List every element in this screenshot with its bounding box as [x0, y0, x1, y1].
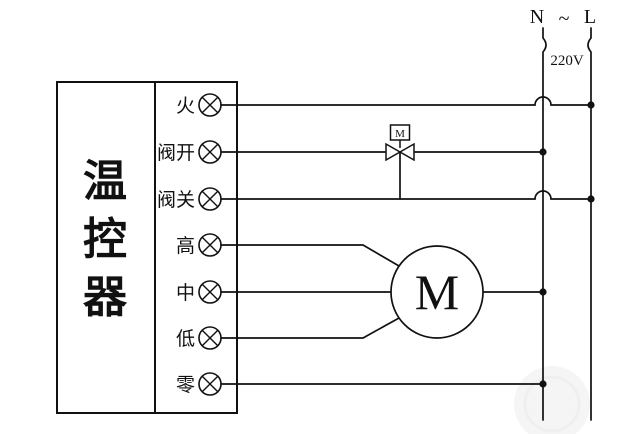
rail-neutral-n	[542, 27, 547, 421]
junction-valve-open-n	[539, 148, 547, 156]
rail-live-l	[587, 27, 592, 421]
terminal-contact-low	[198, 326, 222, 350]
terminal-contacts	[198, 93, 222, 396]
terminal-contact-mid	[198, 280, 222, 304]
motor-circle	[390, 245, 484, 339]
supply-label-n: N	[530, 6, 544, 28]
wires	[220, 96, 592, 385]
junction-neutral-n	[539, 380, 547, 388]
wire-high-to-motor	[220, 244, 400, 267]
terminal-label-neutral: 零	[176, 375, 195, 396]
wire-live-to-l	[220, 96, 592, 106]
junction-valve-close-l	[587, 195, 595, 203]
motor-label: M	[415, 264, 459, 320]
wire-valve-close-to-l	[220, 190, 592, 200]
terminal-label-low: 低	[176, 328, 195, 350]
thermostat-label: 温 控 器	[83, 157, 128, 322]
motor-symbol: M	[390, 245, 484, 339]
watermark	[514, 366, 590, 434]
valve-motor-box	[389, 124, 411, 141]
wire-low-to-motor	[220, 317, 400, 339]
junction-motor-n	[539, 288, 547, 296]
terminal-label-mid: 中	[176, 282, 195, 304]
terminal-label-high: 高	[176, 235, 195, 257]
thermostat-char-1: 温	[83, 157, 127, 206]
terminal-contact-live	[198, 93, 222, 117]
junction-dots	[539, 101, 595, 388]
thermostat-char-3: 器	[83, 273, 128, 322]
terminal-contact-high	[198, 233, 222, 257]
supply-tilde: ~	[559, 8, 570, 30]
junction-live-l	[587, 101, 595, 109]
valve-motor-label: M	[395, 128, 405, 140]
thermostat-char-2: 控	[83, 215, 127, 264]
supply-label-l: L	[584, 6, 596, 28]
terminal-contact-neutral	[198, 372, 222, 396]
valve-symbol: M	[385, 124, 415, 162]
power-rails	[542, 27, 592, 421]
terminal-label-valve-close: 阀关	[157, 189, 195, 211]
supply-labels: N ~ L 220V	[530, 6, 596, 69]
terminal-labels: 火 阀开 阀关 高 中 低 零	[157, 96, 195, 396]
terminal-contact-valve-open	[198, 140, 222, 164]
terminal-label-live: 火	[176, 96, 195, 117]
terminal-label-valve-open: 阀开	[157, 142, 195, 164]
supply-voltage: 220V	[550, 53, 584, 69]
terminal-contact-valve-close	[198, 187, 222, 211]
valve-body-icon	[385, 142, 415, 162]
thermostat-box	[56, 81, 238, 414]
